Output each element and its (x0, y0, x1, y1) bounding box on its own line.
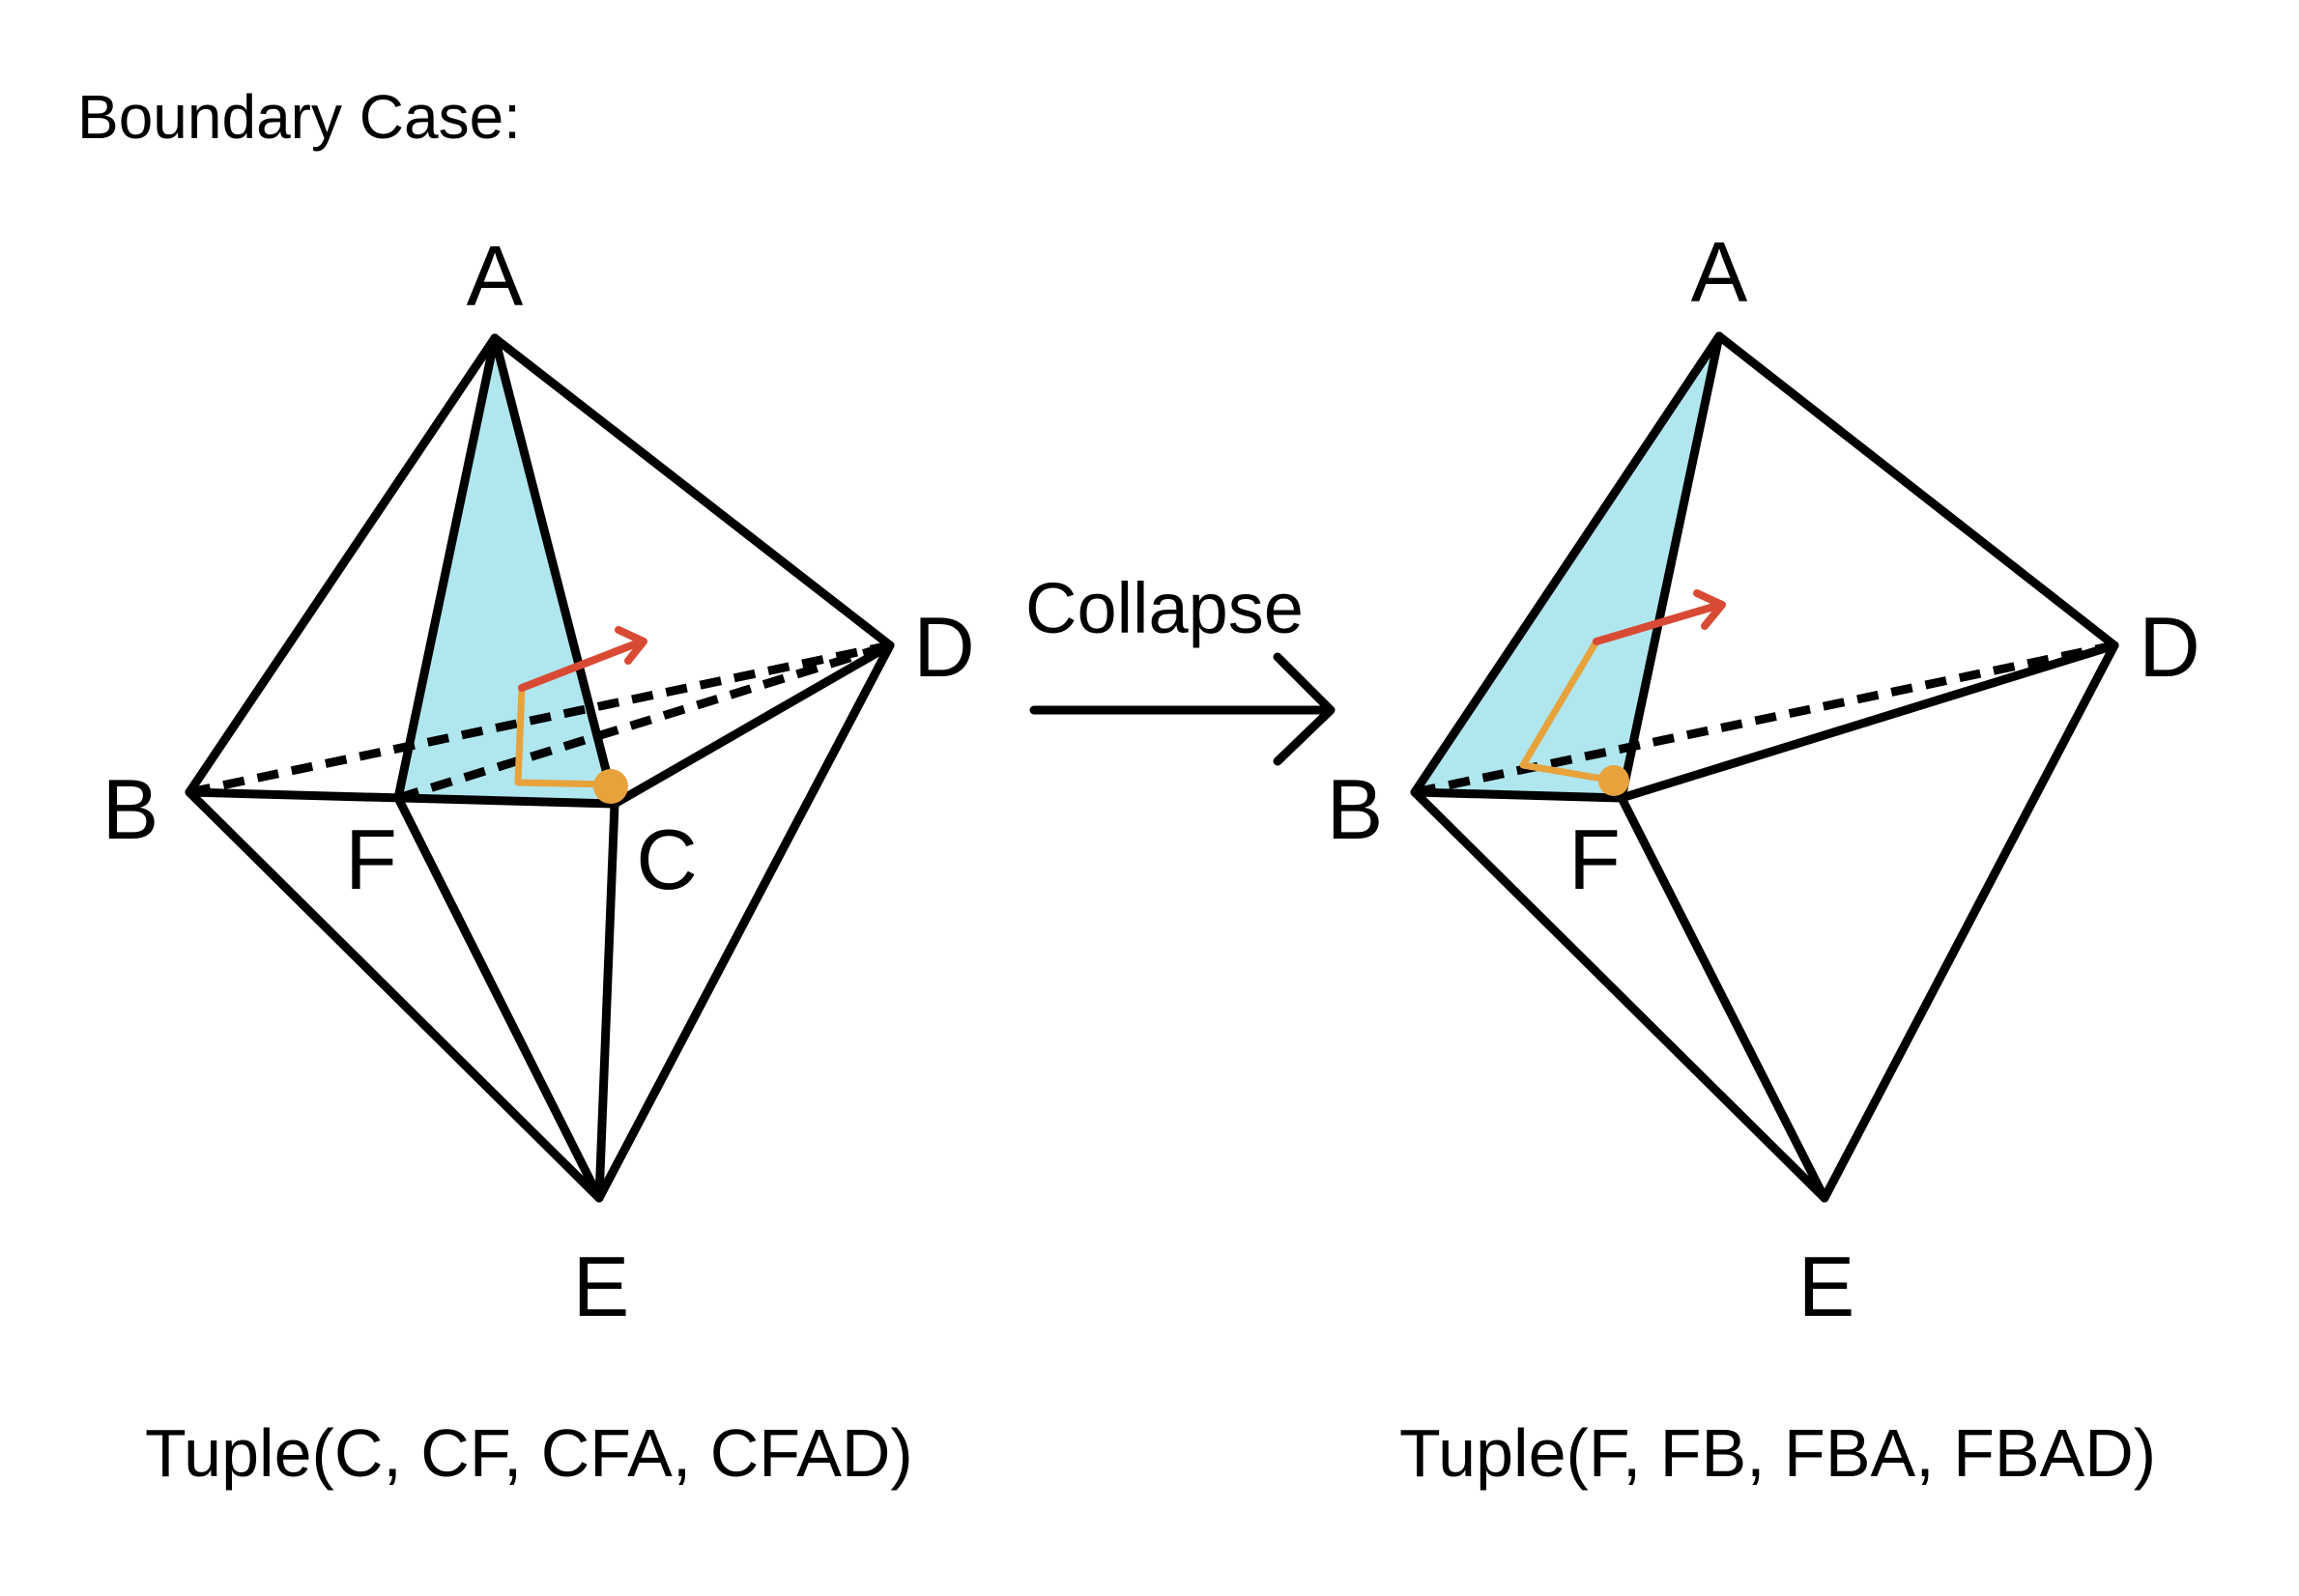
right-vertex-label-B: B (1327, 761, 1384, 857)
collapse-label: Collapse (1025, 568, 1304, 648)
collapse-transition: Collapse (1025, 568, 1336, 766)
left-direction-arrow (518, 638, 646, 692)
left-vertex-label-F: F (345, 812, 397, 907)
right-tuple-path (1519, 638, 1618, 784)
right-edge-AB (1410, 331, 1724, 797)
collapse-arrow-head (1273, 652, 1336, 766)
left-vertex-label-A: A (467, 228, 524, 324)
right-vertex-label-D: D (2139, 599, 2200, 695)
left-figure: A B F C D E Tuple(C, CF, CFA, CFAD) (102, 228, 975, 1491)
right-tuple-vertex-dot (1598, 765, 1629, 796)
left-edge-FE (393, 793, 604, 1203)
right-direction-arrow (1593, 601, 1724, 645)
left-tuple-path (514, 684, 615, 788)
right-vertex-label-F: F (1568, 812, 1621, 907)
right-figure: A B F D E Tuple(F, FB, FBA, FBAD) (1327, 224, 2200, 1491)
right-edge-FD (1617, 641, 2119, 803)
diagram-title: Boundary Case: (77, 82, 521, 152)
right-vertex-label-A: A (1691, 224, 1748, 320)
left-tuple-caption: Tuple(C, CF, CFA, CFAD) (145, 1415, 913, 1491)
left-edge-AB (185, 333, 500, 797)
right-edge-BF (1410, 787, 1626, 803)
right-edge-BE (1410, 787, 1829, 1203)
left-edge-AD (490, 333, 895, 650)
left-shaded-face (398, 338, 615, 804)
right-edge-DE (1820, 641, 2119, 1203)
left-vertex-label-B: B (102, 761, 159, 857)
right-edge-FE (1617, 793, 1829, 1203)
left-edge-BD-hidden (188, 641, 891, 797)
left-vertex-label-D: D (913, 599, 975, 695)
left-vertex-label-C: C (636, 812, 698, 907)
right-vertex-label-E: E (1798, 1239, 1855, 1334)
right-edge-AF (1617, 331, 1724, 803)
left-edge-CE (594, 799, 619, 1203)
left-edge-AC (490, 333, 619, 809)
right-edge-AD (1714, 331, 2119, 650)
left-edge-CD (610, 641, 895, 809)
left-edge-AF (393, 333, 500, 803)
right-tuple-caption: Tuple(F, FB, FBA, FBAD) (1399, 1415, 2156, 1491)
right-direction-arrowhead (1693, 589, 1726, 630)
left-edge-DE (594, 641, 895, 1203)
left-tuple-vertex-dot (593, 769, 628, 804)
left-edge-BE (185, 787, 604, 1203)
left-vertex-label-E: E (573, 1239, 630, 1334)
left-direction-arrowhead (615, 626, 647, 665)
left-edge-FD-hidden (396, 641, 892, 803)
